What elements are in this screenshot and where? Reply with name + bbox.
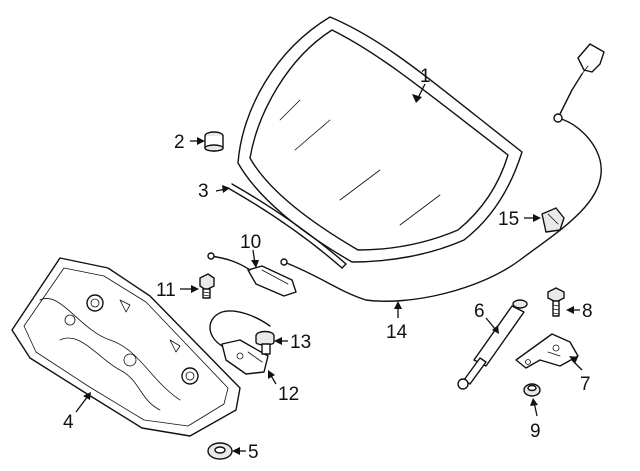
callout-1: 1	[412, 66, 431, 103]
rubber-stopper	[523, 383, 541, 397]
callout-12: 12	[268, 370, 299, 405]
callout-13: 13	[274, 332, 311, 353]
callout-label-10: 10	[240, 232, 261, 253]
support-strut	[457, 299, 528, 390]
callout-label-4: 4	[63, 412, 74, 433]
hood-hinge	[515, 333, 579, 369]
hood-insulator	[11, 257, 241, 437]
callout-15: 15	[498, 209, 541, 230]
callout-label-6: 6	[474, 301, 485, 322]
callout-11: 11	[156, 280, 199, 301]
hood-latch	[209, 310, 271, 375]
callout-label-11: 11	[156, 280, 176, 301]
callout-9: 9	[530, 398, 541, 442]
bumper-stop	[204, 131, 224, 152]
handle-screw	[199, 273, 215, 299]
callout-14: 14	[386, 301, 408, 343]
cable-clip	[541, 207, 565, 233]
callout-label-12: 12	[278, 384, 299, 405]
callout-label-14: 14	[386, 322, 408, 343]
callout-4: 4	[63, 392, 91, 433]
callout-3: 3	[198, 181, 230, 202]
hood-panel	[237, 16, 523, 263]
callout-6: 6	[474, 301, 499, 334]
release-cable	[280, 43, 605, 302]
callout-label-5: 5	[248, 442, 259, 463]
callout-2: 2	[174, 132, 205, 153]
callout-10: 10	[240, 232, 261, 268]
callout-5: 5	[232, 442, 259, 463]
hinge-bolt	[547, 287, 565, 317]
callout-label-8: 8	[582, 301, 593, 322]
callout-8: 8	[566, 301, 593, 322]
callout-label-15: 15	[498, 209, 519, 230]
hood-seal	[227, 183, 347, 269]
callout-label-9: 9	[530, 421, 541, 442]
callout-label-3: 3	[198, 181, 209, 202]
callout-label-13: 13	[290, 332, 311, 353]
callout-label-7: 7	[580, 374, 591, 395]
latch-fastener	[255, 330, 275, 355]
callout-label-1: 1	[420, 66, 431, 87]
release-handle	[207, 252, 297, 297]
callout-7: 7	[569, 356, 591, 395]
callout-label-2: 2	[174, 132, 185, 153]
grommet	[207, 442, 233, 460]
